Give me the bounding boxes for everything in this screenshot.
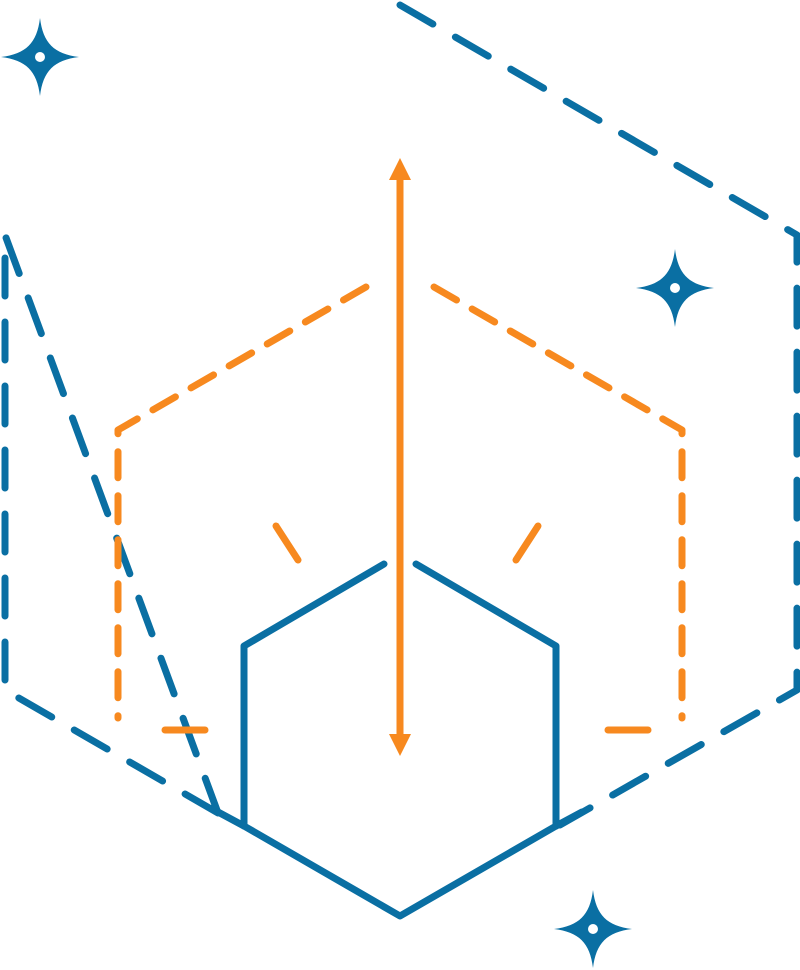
inner-tail-right xyxy=(552,808,586,830)
sparkle-star-icon xyxy=(1,18,79,96)
vertical-double-arrow xyxy=(389,158,411,756)
middle-dashed-hexagon-right xyxy=(430,283,686,722)
ray-left xyxy=(272,522,302,564)
ray-right xyxy=(512,522,542,564)
sparkle-star-icon xyxy=(554,890,632,968)
arrow-head-down xyxy=(389,734,411,756)
middle-dashed-hexagon xyxy=(114,283,370,722)
arrow-head-up xyxy=(389,158,411,180)
sparkle-star-icon xyxy=(636,249,714,327)
inner-tail-left xyxy=(214,808,248,830)
inner-solid-hexagon xyxy=(240,560,560,920)
outer-dashed-hexagon xyxy=(1,1,800,829)
